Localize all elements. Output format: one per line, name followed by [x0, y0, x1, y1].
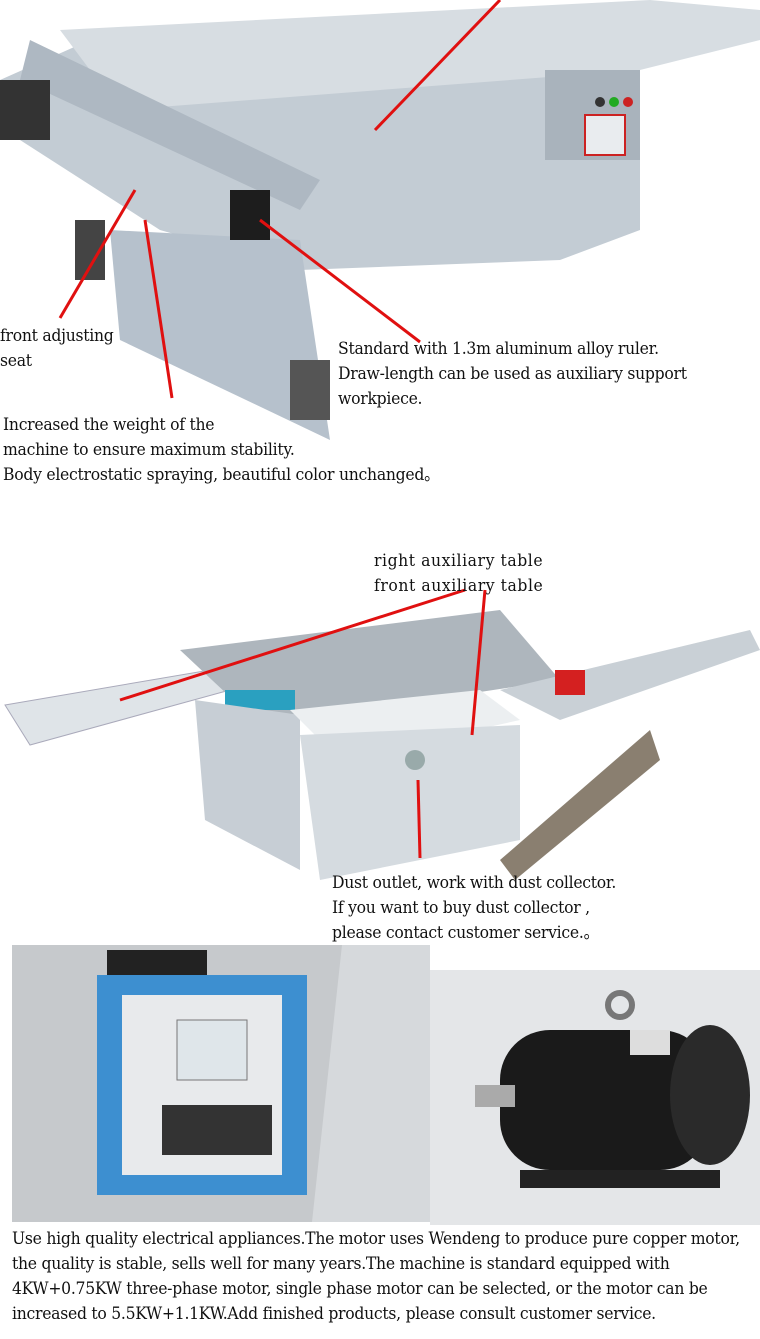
arrows-section1 [58, 0, 502, 399]
label-aluminum-ruler: Standard with 1.3m aluminum alloy ruler.… [338, 339, 687, 409]
label-dust-outlet: Dust outlet, work with dust collector. I… [332, 873, 617, 943]
label-auxiliary-tables: right auxiliary table front auxiliary ta… [374, 551, 544, 596]
label-front-adjusting-seat: front adjusting seat [0, 326, 114, 371]
saw-photo-tables [0, 520, 760, 900]
saw-photo-top [0, 0, 760, 440]
motor-description: Use high quality electrical appliances.T… [12, 1229, 740, 1324]
motor-photo [430, 970, 760, 1225]
arrows-section2 [119, 588, 487, 859]
electrical-cabinet-photo [12, 945, 430, 1222]
label-weight-stability: Increased the weight of the machine to e… [3, 415, 440, 485]
